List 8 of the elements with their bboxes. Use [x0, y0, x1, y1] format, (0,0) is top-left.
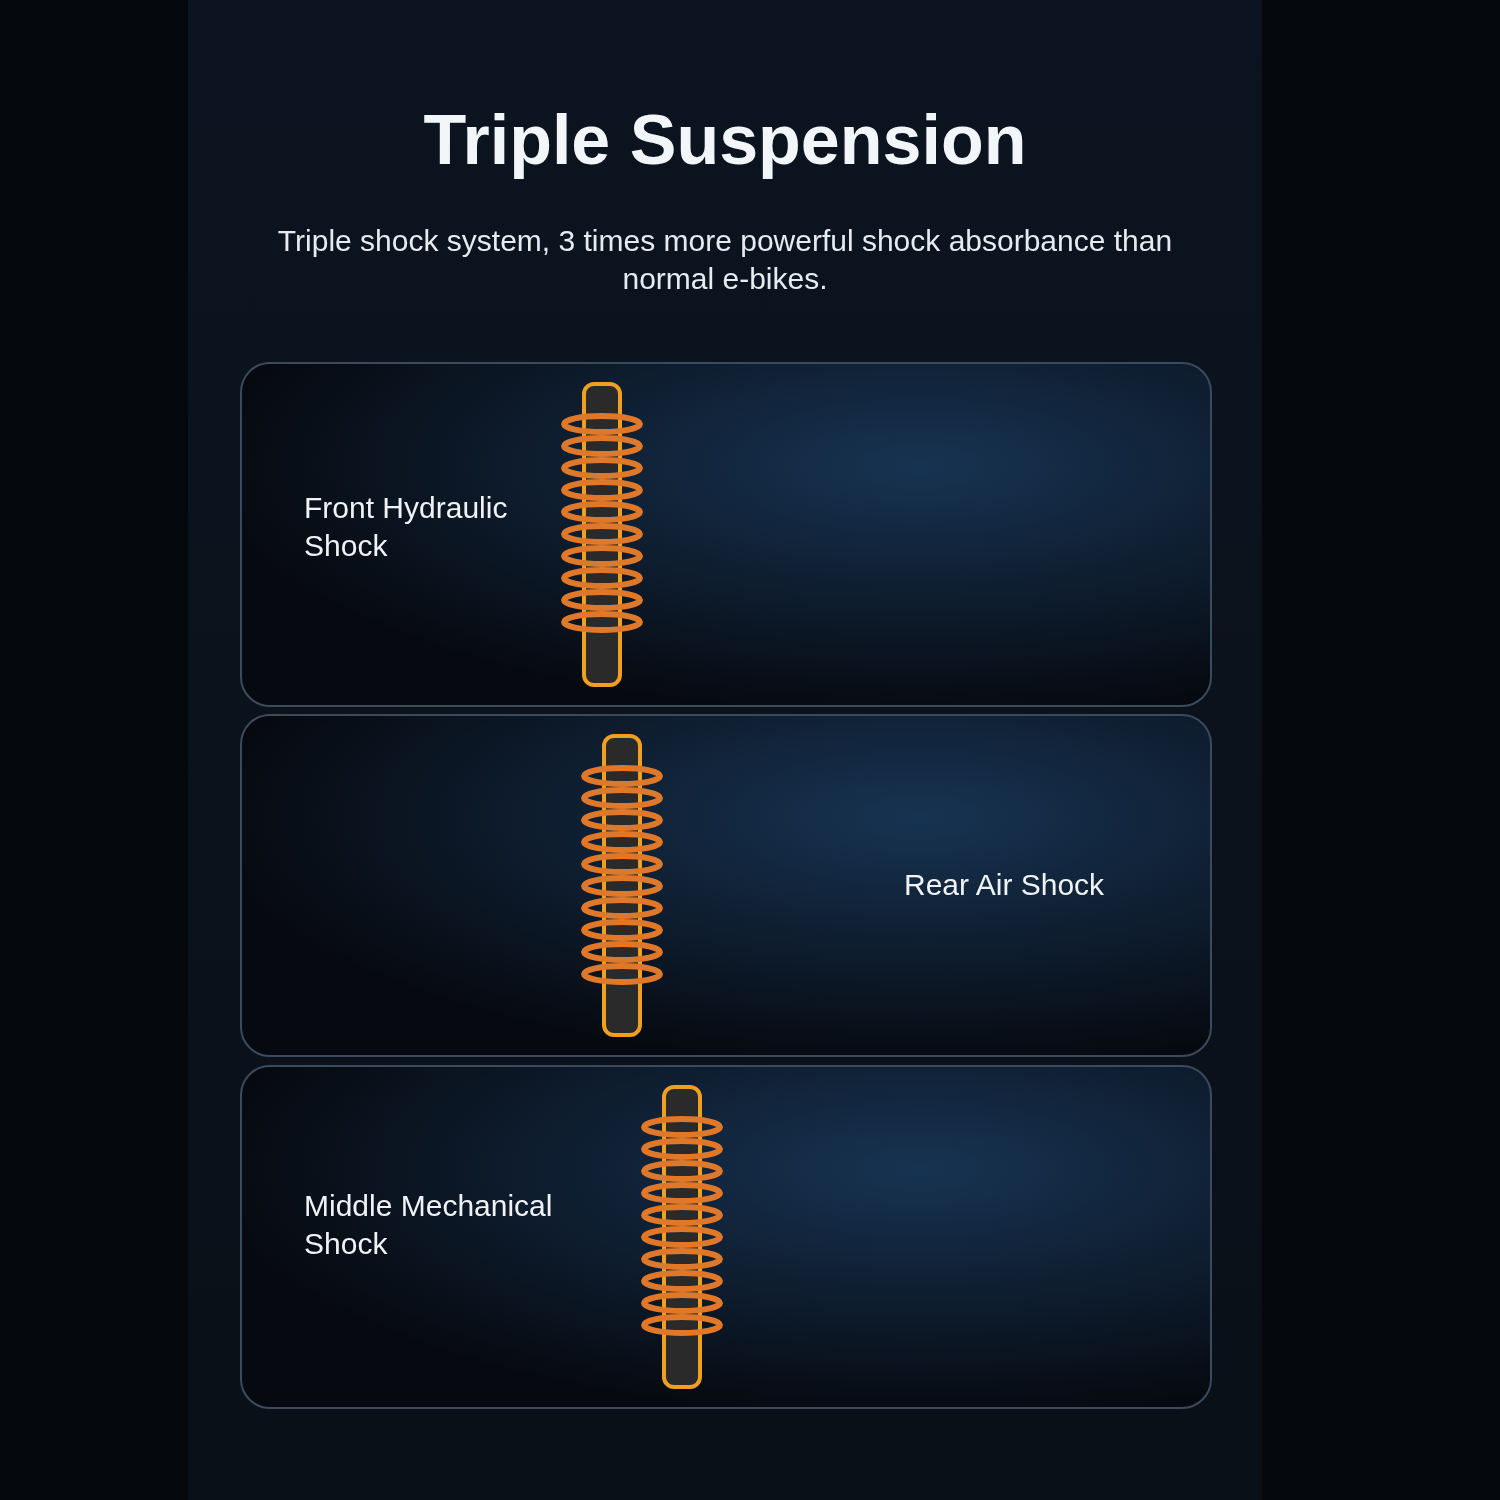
subtitle: Triple shock system, 3 times more powerful shock absorbance than normal e-bikes.	[276, 223, 1174, 297]
title: Triple Suspension	[422, 100, 1028, 180]
panel-caption: Front Hydraulic Shock	[304, 490, 509, 564]
photo-panel	[240, 714, 1212, 1057]
photo-panel	[240, 362, 1212, 707]
photo-panel	[240, 1065, 1212, 1409]
panel-caption: Middle Mechanical Shock	[304, 1188, 554, 1262]
panel-caption: Rear Air Shock	[904, 867, 1106, 903]
